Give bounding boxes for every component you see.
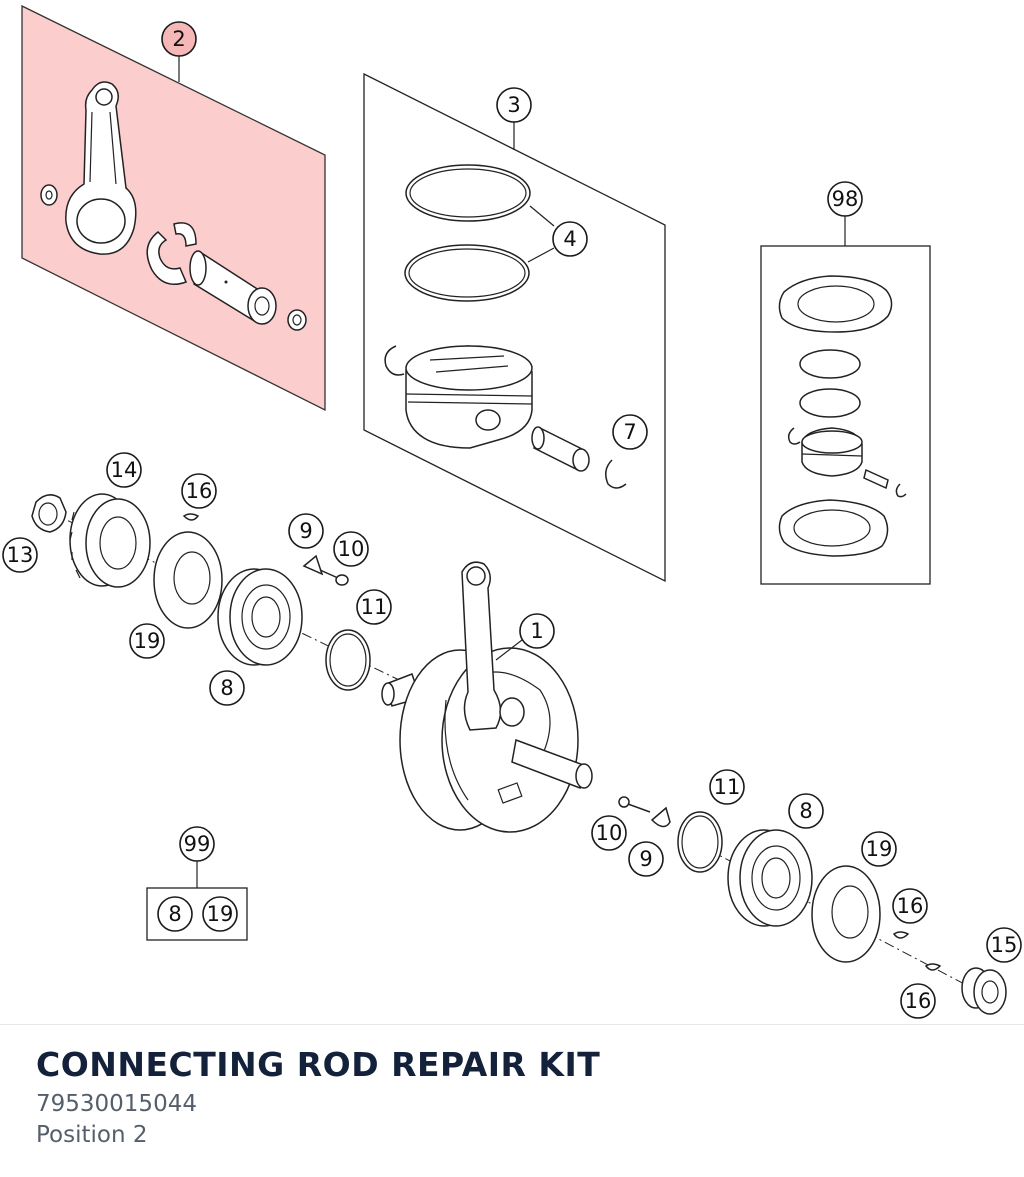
svg-text:14: 14 bbox=[111, 458, 138, 482]
callout-9b[interactable]: 9 bbox=[628, 841, 664, 877]
head-gasket-part bbox=[778, 275, 893, 333]
top-end-kit-panel[interactable] bbox=[760, 245, 931, 585]
callout-10a[interactable]: 10 bbox=[333, 531, 369, 567]
svg-text:99: 99 bbox=[184, 832, 211, 856]
circlip-part bbox=[605, 459, 627, 489]
woodruff-key-part bbox=[924, 963, 942, 971]
exploded-parts-diagram: 2 3 4 bbox=[2, 4, 1022, 1019]
needle-bearing-part bbox=[146, 222, 197, 285]
crank-pin-part bbox=[189, 250, 277, 325]
callout-1[interactable]: 1 bbox=[519, 613, 555, 649]
bush-part bbox=[287, 309, 307, 331]
callout-4[interactable]: 4 bbox=[552, 221, 588, 257]
piston-pin-part bbox=[863, 468, 889, 490]
callout-99[interactable]: 99 bbox=[179, 826, 215, 862]
callout-15[interactable]: 15 bbox=[986, 927, 1022, 963]
piston-ring-part bbox=[799, 388, 861, 418]
shim-part bbox=[325, 629, 371, 691]
svg-text:19: 19 bbox=[134, 629, 161, 653]
shim-part bbox=[153, 531, 223, 629]
svg-text:4: 4 bbox=[563, 227, 576, 251]
screw-part bbox=[618, 796, 651, 813]
callout-9a[interactable]: 9 bbox=[288, 513, 324, 549]
svg-text:19: 19 bbox=[207, 902, 234, 926]
gear-part bbox=[69, 493, 151, 588]
piston-pin-part bbox=[531, 426, 590, 472]
callout-16c[interactable]: 16 bbox=[900, 983, 936, 1019]
shim-part bbox=[811, 865, 881, 963]
svg-text:16: 16 bbox=[186, 479, 213, 503]
callout-13[interactable]: 13 bbox=[2, 537, 38, 573]
svg-text:13: 13 bbox=[7, 543, 34, 567]
callout-19a[interactable]: 19 bbox=[129, 623, 165, 659]
callout-8a[interactable]: 8 bbox=[209, 670, 245, 706]
callout-14[interactable]: 14 bbox=[106, 452, 142, 488]
bearing-kit-box[interactable]: 99 8 19 bbox=[146, 826, 248, 941]
callout-16b[interactable]: 16 bbox=[892, 888, 928, 924]
svg-text:11: 11 bbox=[361, 595, 388, 619]
svg-text:10: 10 bbox=[596, 821, 623, 845]
lock-plate-part bbox=[650, 806, 671, 828]
svg-text:9: 9 bbox=[299, 519, 312, 543]
callout-3[interactable]: 3 bbox=[496, 87, 532, 123]
callout-8b[interactable]: 8 bbox=[788, 793, 824, 829]
bearing-part bbox=[217, 568, 303, 666]
svg-text:8: 8 bbox=[220, 676, 233, 700]
woodruff-key-part bbox=[892, 931, 910, 939]
part-info-footer: CONNECTING ROD REPAIR KIT 79530015044 Po… bbox=[0, 1024, 1024, 1177]
woodruff-key-part bbox=[182, 513, 200, 521]
thrust-washer-part bbox=[40, 184, 58, 206]
callout-8c[interactable]: 8 bbox=[157, 896, 193, 932]
piston-ring-part bbox=[404, 244, 530, 302]
part-position: Position 2 bbox=[36, 1122, 148, 1148]
svg-text:2: 2 bbox=[172, 27, 185, 51]
crankshaft-part bbox=[381, 561, 593, 833]
svg-text:8: 8 bbox=[799, 799, 812, 823]
svg-text:10: 10 bbox=[338, 537, 365, 561]
connecting-rod-part bbox=[65, 81, 137, 255]
shim-part bbox=[677, 811, 723, 873]
screw-part bbox=[319, 569, 349, 586]
svg-text:16: 16 bbox=[905, 989, 932, 1013]
callout-11a[interactable]: 11 bbox=[356, 589, 392, 625]
callout-98[interactable]: 98 bbox=[827, 181, 863, 217]
kit-panel-connecting-rod[interactable] bbox=[21, 4, 326, 412]
svg-text:19: 19 bbox=[866, 837, 893, 861]
nut-part bbox=[31, 494, 67, 533]
svg-text:7: 7 bbox=[623, 420, 636, 444]
piston-part bbox=[801, 427, 863, 477]
piston-part bbox=[405, 345, 533, 449]
callout-19c[interactable]: 19 bbox=[202, 896, 238, 932]
callout-16a[interactable]: 16 bbox=[181, 473, 217, 509]
svg-text:9: 9 bbox=[639, 847, 652, 871]
lock-plate-part bbox=[302, 554, 324, 576]
svg-text:16: 16 bbox=[897, 894, 924, 918]
piston-panel[interactable] bbox=[363, 72, 666, 583]
gear-part bbox=[961, 967, 1007, 1015]
base-gasket-part bbox=[778, 499, 889, 557]
circlip-part bbox=[384, 345, 405, 376]
piston-ring-part bbox=[799, 349, 861, 379]
part-number: 79530015044 bbox=[36, 1091, 197, 1117]
svg-text:15: 15 bbox=[991, 933, 1018, 957]
callout-2[interactable]: 2 bbox=[161, 21, 197, 57]
callout-19b[interactable]: 19 bbox=[861, 831, 897, 867]
part-title: CONNECTING ROD REPAIR KIT bbox=[36, 1045, 601, 1084]
callout-10b[interactable]: 10 bbox=[591, 815, 627, 851]
svg-text:3: 3 bbox=[507, 93, 520, 117]
svg-text:11: 11 bbox=[714, 775, 741, 799]
callout-7[interactable]: 7 bbox=[612, 414, 648, 450]
svg-text:1: 1 bbox=[530, 619, 543, 643]
svg-text:98: 98 bbox=[832, 187, 859, 211]
svg-text:8: 8 bbox=[168, 902, 181, 926]
callout-11b[interactable]: 11 bbox=[709, 769, 745, 805]
circlip-part bbox=[787, 427, 801, 445]
bearing-part bbox=[727, 829, 813, 927]
piston-ring-part bbox=[405, 164, 531, 222]
